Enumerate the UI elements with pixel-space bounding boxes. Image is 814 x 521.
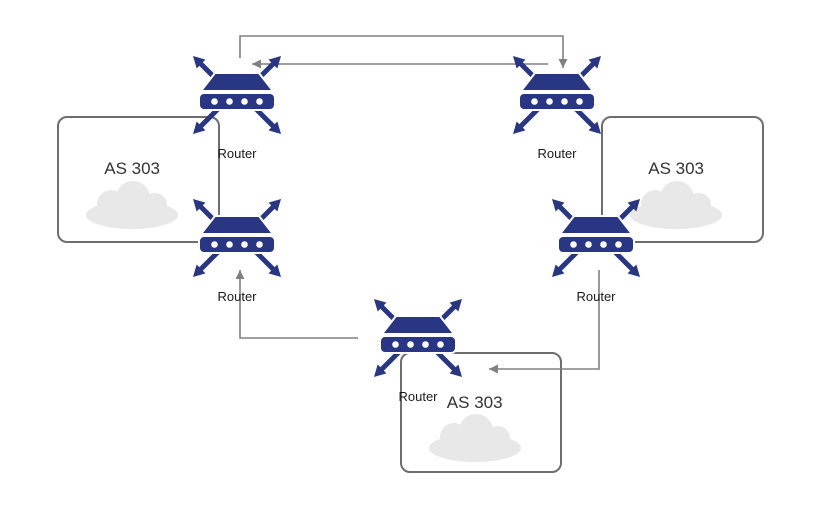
- cloud-icon: [428, 414, 521, 463]
- router-port-dot: [392, 341, 399, 348]
- router-icon: [193, 56, 281, 134]
- as-box-label: AS 303: [104, 158, 161, 178]
- as-box-right: AS 303: [601, 116, 764, 243]
- arrow-nw-icon-head: [374, 299, 387, 312]
- router-port-dot: [570, 241, 577, 248]
- router-body-front: [198, 92, 276, 111]
- router-port-dot: [211, 241, 218, 248]
- router-port-dot: [585, 241, 592, 248]
- arrow-sw-icon-head: [513, 121, 526, 134]
- arrow-ne-icon-head: [588, 56, 601, 69]
- router-port-dot: [211, 98, 218, 105]
- router-label: Router: [398, 389, 438, 404]
- router-port-dot: [407, 341, 414, 348]
- arrow-se-icon-head: [588, 121, 601, 134]
- router-label: Router: [537, 146, 577, 161]
- as-box-label: AS 303: [446, 392, 503, 412]
- router-body-top: [198, 215, 276, 235]
- router-port-dot: [531, 98, 538, 105]
- arrow-se-icon-head: [627, 264, 640, 277]
- router-mid-left: Router: [182, 193, 292, 304]
- router-port-dot: [546, 98, 553, 105]
- router-port-dot: [422, 341, 429, 348]
- arrow-nw-icon-head: [193, 56, 206, 69]
- router-port-dot: [256, 241, 263, 248]
- router-port-dot: [615, 241, 622, 248]
- router-top-left: Router: [182, 50, 292, 161]
- router-label: Router: [576, 289, 616, 304]
- arrow-se-icon-head: [268, 121, 281, 134]
- router-icon: [193, 199, 281, 277]
- router-icon: [513, 56, 601, 134]
- router-body-top: [379, 315, 457, 335]
- arrow-sw-icon-head: [193, 264, 206, 277]
- as-box-bottom: AS 303: [400, 352, 562, 473]
- arrow-sw-icon-head: [193, 121, 206, 134]
- as-box-label: AS 303: [648, 158, 705, 178]
- router-body-front: [557, 235, 635, 254]
- arrow-nw-icon-head: [193, 199, 206, 212]
- router-body-top: [198, 72, 276, 92]
- router-body-front: [198, 235, 276, 254]
- cloud-icon: [86, 181, 179, 230]
- router-port-dot: [600, 241, 607, 248]
- router-port-dot: [226, 98, 233, 105]
- router-port-dot: [437, 341, 444, 348]
- arrow-se-icon-head: [449, 364, 462, 377]
- router-port-dot: [226, 241, 233, 248]
- arrow-ne-icon-head: [627, 199, 640, 212]
- as-box-left: AS 303: [57, 116, 220, 243]
- router-top-right: Router: [502, 50, 612, 161]
- router-body-top: [518, 72, 596, 92]
- router-port-dot: [561, 98, 568, 105]
- arrow-ne-icon-head: [449, 299, 462, 312]
- router-label: Router: [217, 146, 257, 161]
- arrow-ne-icon-head: [268, 199, 281, 212]
- arrow-nw-icon-head: [552, 199, 565, 212]
- router-body-front: [518, 92, 596, 111]
- router-port-dot: [256, 98, 263, 105]
- cloud-icon: [630, 181, 723, 230]
- router-bottom: Router: [363, 293, 473, 404]
- router-port-dot: [241, 241, 248, 248]
- router-icon: [552, 199, 640, 277]
- router-body-front: [379, 335, 457, 354]
- arrow-sw-icon-head: [374, 364, 387, 377]
- router-body-top: [557, 215, 635, 235]
- router-port-dot: [241, 98, 248, 105]
- router-label: Router: [217, 289, 257, 304]
- router-mid-right: Router: [541, 193, 651, 304]
- router-port-dot: [576, 98, 583, 105]
- router-icon: [374, 299, 462, 377]
